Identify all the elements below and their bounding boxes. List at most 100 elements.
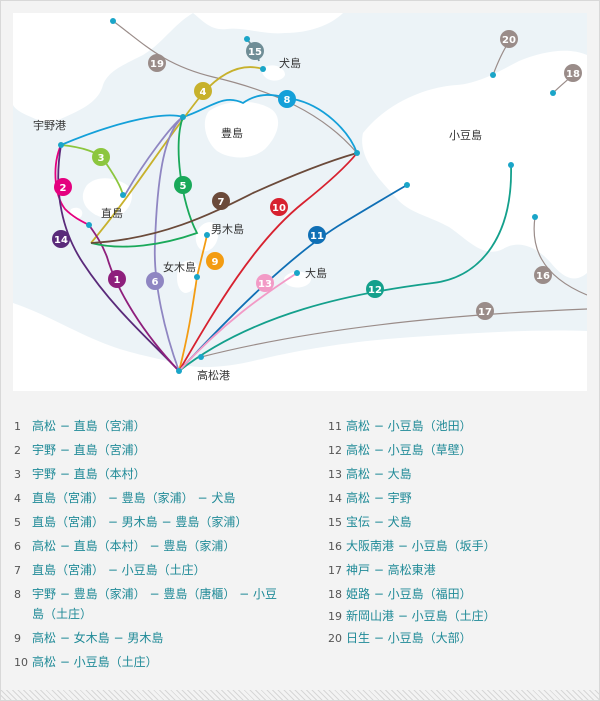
label-oshima: 大島 xyxy=(305,266,327,280)
legend-text: 直島（宮浦） − 男木島 − 豊島（家浦） xyxy=(32,515,248,529)
svg-text:17: 17 xyxy=(478,307,492,318)
legend-num: 20 xyxy=(328,632,342,645)
svg-text:3: 3 xyxy=(98,153,105,164)
legend-num: 18 xyxy=(328,588,342,601)
route-badge-18: 18 xyxy=(564,64,582,82)
legend-text: 宇野 − 豊島（家浦） − 豊島（唐櫃） − 小豆 xyxy=(32,587,278,601)
route-8-line xyxy=(60,94,358,154)
port-dot-teshima-ieura xyxy=(180,114,186,120)
label-inujima: 犬島 xyxy=(279,56,301,70)
port-dot-fukuda xyxy=(550,90,556,96)
legend-text: 高松 − 直島（宮浦） xyxy=(32,419,146,433)
route-1-line xyxy=(88,224,180,372)
label-naoshima: 直島 xyxy=(101,206,123,220)
route-9-line xyxy=(178,234,208,372)
svg-text:5: 5 xyxy=(180,181,187,192)
svg-text:13: 13 xyxy=(258,279,272,290)
place-labels: 犬島 豊島 小豆島 宇野港 直島 男木島 女木島 大島 高松港 xyxy=(33,56,482,382)
svg-text:15: 15 xyxy=(248,47,262,58)
route-7-line xyxy=(90,152,358,244)
legend-num: 11 xyxy=(328,420,342,433)
legend-num: 6 xyxy=(14,540,21,553)
route-badge-14: 14 xyxy=(52,230,70,248)
port-dot-oshima xyxy=(294,270,300,276)
route-13-line xyxy=(178,272,298,372)
legend-text: 宇野 − 直島（宮浦） xyxy=(32,443,146,457)
route-badge-8: 8 xyxy=(278,90,296,108)
port-dot-takamatsu-east xyxy=(198,354,204,360)
legend-text: 大阪南港 − 小豆島（坂手） xyxy=(346,539,496,553)
svg-text:8: 8 xyxy=(284,95,291,106)
inujima-island xyxy=(262,65,285,81)
legend-text: 宝伝 − 犬島 xyxy=(346,515,412,529)
port-dot-takamatsu xyxy=(176,368,182,374)
legend-item: 1 高松 − 直島（宮浦） xyxy=(14,415,146,438)
legend-item: 9 高松 − 女木島 − 男木島 xyxy=(14,627,163,650)
legend-num: 14 xyxy=(328,492,342,505)
route-badge-10: 10 xyxy=(270,198,288,216)
svg-text:11: 11 xyxy=(310,231,324,242)
svg-text:16: 16 xyxy=(536,271,550,282)
route-badge-9: 9 xyxy=(206,252,224,270)
legend-item: 島（土庄） xyxy=(14,603,92,625)
ferry-route-map: 犬島 豊島 小豆島 宇野港 直島 男木島 女木島 大島 高松港 1 2 3 4 … xyxy=(13,13,587,391)
svg-text:20: 20 xyxy=(502,35,516,46)
route-badge-3: 3 xyxy=(92,148,110,166)
port-dot-naoshima-miyaura xyxy=(86,222,92,228)
route-12-line xyxy=(178,164,512,372)
port-dot-naoshima-honmura xyxy=(120,192,126,198)
route-5-line xyxy=(90,116,199,248)
route-10-line xyxy=(178,152,358,372)
route-badge-2: 2 xyxy=(54,178,72,196)
legend-num: 15 xyxy=(328,516,342,529)
legend-num: 1 xyxy=(14,420,21,433)
port-dot-sakate xyxy=(532,214,538,220)
label-shodoshima: 小豆島 xyxy=(449,128,482,142)
legend-text: 島（土庄） xyxy=(32,607,93,621)
svg-text:7: 7 xyxy=(218,197,225,208)
legend-text: 姫路 − 小豆島（福田） xyxy=(346,587,472,601)
svg-text:18: 18 xyxy=(566,69,580,80)
legend-num: 9 xyxy=(14,632,21,645)
map-svg: 犬島 豊島 小豆島 宇野港 直島 男木島 女木島 大島 高松港 1 2 3 4 … xyxy=(13,13,587,391)
legend-text: 高松 − 女木島 − 男木島 xyxy=(32,631,164,645)
port-dot-tonosho xyxy=(354,150,360,156)
port-dot-ikeda xyxy=(404,182,410,188)
legend-item: 4 直島（宮浦） − 豊島（家浦） − 犬島 xyxy=(14,487,235,510)
oshima-island xyxy=(284,271,311,288)
port-dot-ogijima xyxy=(204,232,210,238)
decorative-bottom-border xyxy=(0,690,600,701)
port-dot-kusakabe xyxy=(508,162,514,168)
port-dot-inujima xyxy=(260,66,266,72)
port-dot-shinokayama xyxy=(110,18,116,24)
legend-item: 20 日生 − 小豆島（大部） xyxy=(328,627,472,650)
ferry-routes xyxy=(54,38,512,372)
label-takamatsu: 高松港 xyxy=(197,368,230,382)
legend-num: 4 xyxy=(14,492,21,505)
legend-text: 高松 − 大島 xyxy=(346,467,412,481)
teshima-island xyxy=(204,101,279,158)
route-badge-12: 12 xyxy=(366,280,384,298)
legend-num: 17 xyxy=(328,564,342,577)
legend-text: 高松 − 直島（本村） − 豊島（家浦） xyxy=(32,539,236,553)
label-teshima: 豊島 xyxy=(221,126,243,140)
legend-num: 19 xyxy=(328,610,342,623)
shodoshima-island xyxy=(362,50,587,279)
port-dot-megijima xyxy=(194,274,200,280)
legend-num: 8 xyxy=(14,588,21,601)
legend-text: 日生 − 小豆島（大部） xyxy=(346,631,472,645)
legend-text: 直島（宮浦） − 豊島（家浦） − 犬島 xyxy=(32,491,236,505)
route-2-line xyxy=(54,144,90,226)
legend-item: 18 姫路 − 小豆島（福田） xyxy=(328,583,472,606)
route-4-line xyxy=(90,66,264,244)
shikoku-coast xyxy=(13,303,587,391)
